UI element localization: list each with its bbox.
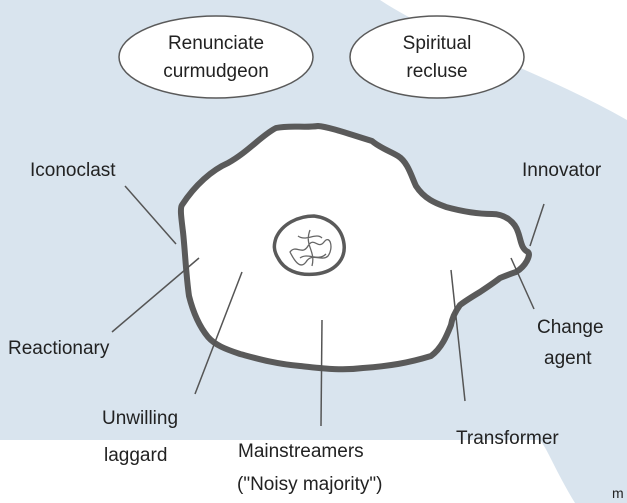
label-change-agent-line1: Change: [537, 317, 604, 338]
label-transformer: Transformer: [456, 428, 559, 449]
label-unwilling-laggard-line2: laggard: [104, 445, 167, 466]
leader-mainstreamers: [321, 320, 322, 426]
label-iconoclast: Iconoclast: [30, 160, 116, 181]
label-reactionary: Reactionary: [8, 338, 110, 359]
bubble-right-line2: recluse: [406, 61, 467, 82]
label-innovator: Innovator: [522, 160, 602, 181]
bubble-left-line1: Renunciate: [168, 33, 264, 54]
core-scribble-blob: [274, 216, 344, 274]
label-change-agent-line2: agent: [544, 348, 592, 369]
label-unwilling-laggard-line1: Unwilling: [102, 408, 178, 429]
corner-text-fragment: m: [612, 485, 624, 501]
bubble-renunciate-curmudgeon: Renunciate curmudgeon: [119, 16, 313, 98]
bubble-right-line1: Spiritual: [403, 33, 472, 54]
bubble-spiritual-recluse: Spiritual recluse: [350, 16, 524, 98]
bubble-left-line2: curmudgeon: [163, 61, 269, 82]
label-mainstreamers-line1: Mainstreamers: [238, 441, 364, 462]
label-mainstreamers-line2: ("Noisy majority"): [237, 474, 382, 495]
